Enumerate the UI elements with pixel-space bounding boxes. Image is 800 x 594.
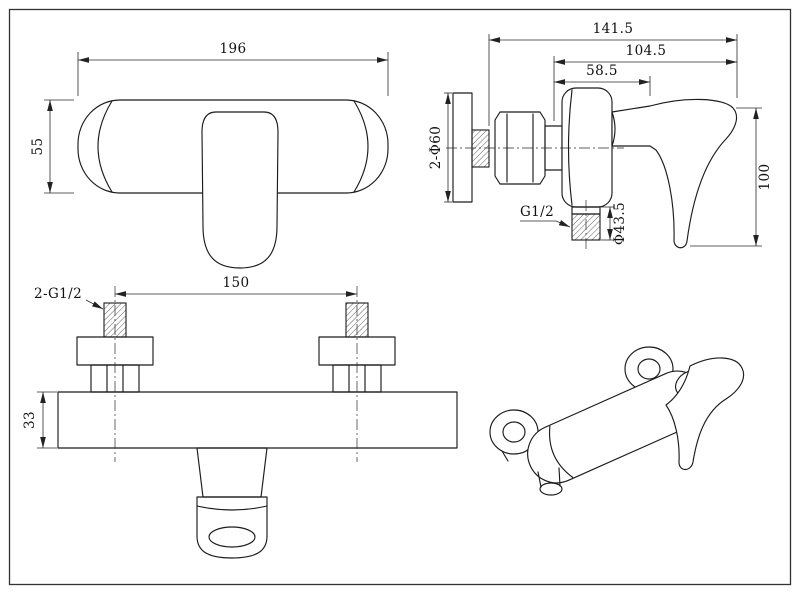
leader-line <box>520 220 571 228</box>
side-view: 141.5 104.5 58.5 2-Φ60 G1/2 Φ43.5 100 <box>428 21 773 252</box>
wall-thread <box>471 129 490 168</box>
dim-front-height: 55 <box>30 138 46 156</box>
handle-joint-arc <box>611 111 616 147</box>
faucet-body-bottom <box>57 391 458 449</box>
handle-lever-side <box>611 98 738 249</box>
dim-side-wall-to-pivot: 58.5 <box>586 63 618 79</box>
dim-side-handle-height: 100 <box>757 164 773 191</box>
valve-body-side <box>561 87 613 208</box>
wall-flange-side <box>452 92 473 203</box>
dim-side-depth-minor: 104.5 <box>626 43 667 59</box>
nut-facet-line <box>348 364 366 393</box>
isometric-view <box>489 346 745 496</box>
spout-band-line <box>196 505 268 511</box>
dim-bottom-body-height: 33 <box>22 411 38 429</box>
body-left-cap-seam <box>97 100 113 193</box>
label-outlet-diameter: Φ43.5 <box>612 202 628 245</box>
union-nut <box>494 111 546 185</box>
nut-facet-line <box>106 364 124 393</box>
body-seam <box>567 89 573 206</box>
spout-head <box>196 496 268 559</box>
label-inlet-thread: 2-G1/2 <box>34 286 82 302</box>
dim-bottom-inlet-spacing: 150 <box>223 275 250 291</box>
leader-line <box>85 299 104 310</box>
iso-outlet-ellipse <box>539 482 563 496</box>
label-flange-diameter: 2-Φ60 <box>428 126 444 169</box>
iso-flange-lower-inner <box>502 421 526 443</box>
iso-flange-upper-inner <box>637 358 661 380</box>
iso-outlet-stub <box>537 467 561 488</box>
label-outlet-thread: G1/2 <box>520 204 554 220</box>
iso-handle-lever <box>665 357 745 471</box>
front-view: 196 55 <box>30 41 389 269</box>
spout-outlet-ellipse <box>208 526 256 548</box>
spout-neck <box>196 447 268 498</box>
dim-front-width: 196 <box>220 41 247 57</box>
bottom-view: 150 2-G1/2 33 <box>22 275 458 559</box>
handle-lever-front <box>201 111 279 269</box>
sheet-border <box>8 8 792 586</box>
iso-body-seam <box>548 425 574 478</box>
dim-side-total-depth: 141.5 <box>593 21 634 37</box>
body-right-cap-seam <box>353 100 369 193</box>
